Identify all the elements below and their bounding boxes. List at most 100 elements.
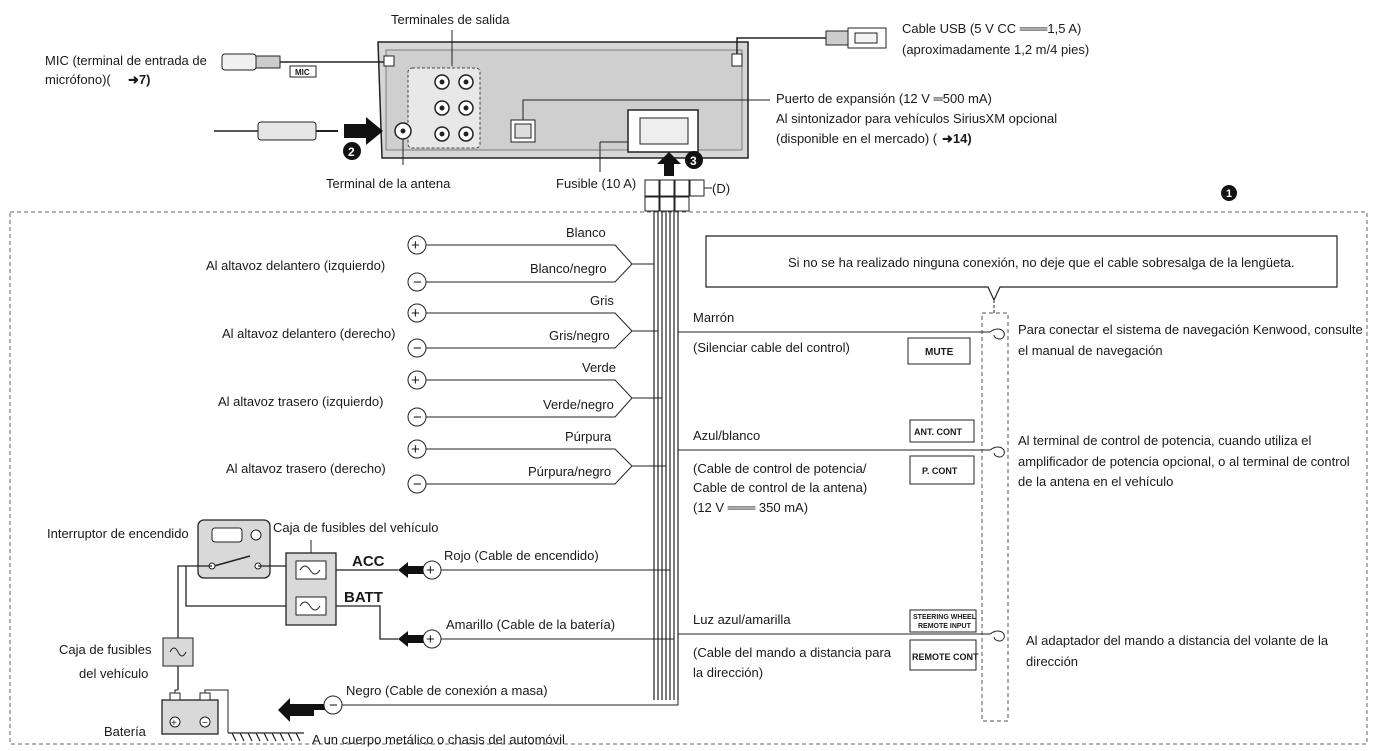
speaker-group-2: + − (407, 303, 658, 358)
ground-icon (228, 732, 304, 742)
battery-icon: + − (161, 689, 229, 735)
fuse-box2-label-line1: Caja de fusibles (59, 642, 152, 657)
mic-label-line2: micrófono)( (45, 72, 111, 87)
speaker-group-3: + − (407, 370, 662, 427)
battery-label: Batería (104, 724, 147, 739)
svg-text:3: 3 (690, 154, 697, 168)
speaker-4-neg-wire: Púrpura/negro (528, 464, 611, 479)
wire-tip-icon (989, 328, 1005, 340)
mute-tag-label: MUTE (925, 347, 954, 358)
svg-text:−: − (413, 340, 422, 357)
mute-target-line2: el manual de navegación (1018, 343, 1163, 358)
pcont-wire-label: Azul/blanco (693, 428, 760, 443)
fuse-box-icon (285, 540, 337, 626)
speaker-1-pos-wire: Blanco (566, 225, 606, 240)
antenna-terminal (394, 122, 412, 165)
svg-text:−: − (413, 476, 422, 493)
steering-tag-line1: STEERING WHEEL (913, 614, 977, 621)
svg-text:2: 2 (348, 145, 355, 159)
pcont-target-line2: amplificador de potencia opcional, o al … (1018, 454, 1350, 469)
pcont-tag-label: P. CONT (922, 466, 958, 476)
yellow-wire-arrow (398, 631, 424, 647)
step-2-badge: 2 (343, 142, 361, 160)
speaker-2-neg-wire: Gris/negro (549, 328, 610, 343)
svg-text:−: − (413, 409, 422, 426)
speaker-1-target: Al altavoz delantero (izquierdo) (206, 258, 385, 273)
mute-wire-label: Marrón (693, 310, 734, 325)
yellow-wire-label: Amarillo (Cable de la batería) (446, 617, 615, 632)
black-wire-label: Negro (Cable de conexión a masa) (346, 683, 548, 698)
svg-text:+: + (426, 562, 435, 579)
speaker-group-4: + − (407, 439, 666, 494)
ignition-switch-icon (197, 519, 271, 579)
right-dashed-column (981, 312, 1009, 722)
pcont-target-line1: Al terminal de control de potencia, cuan… (1018, 433, 1312, 448)
page-ref-arrow-icon: ➜ (128, 72, 139, 87)
main-connector (599, 109, 699, 172)
d-connector (644, 179, 712, 212)
pcont-desc-line3: (12 V ═══ 350 mA) (693, 500, 808, 515)
remote-wire-label: Luz azul/amarilla (693, 612, 791, 627)
remote-desc-line2: la dirección) (693, 665, 763, 680)
steering-tag-line2: REMOTE INPUT (918, 623, 972, 630)
connector-d-label: (D) (712, 181, 730, 196)
mic-plug (221, 53, 384, 78)
vehicle-fuse-icon (162, 637, 194, 667)
fuse-box-label: Caja de fusibles del vehículo (273, 520, 439, 535)
steering-tag (909, 609, 977, 633)
note-text: Si no se ha realizado ninguna conexión, … (788, 255, 1295, 270)
antcont-tag (909, 419, 975, 443)
black-wire (342, 690, 679, 706)
fuse-label: Fusible (10 A) (556, 176, 636, 191)
ground-arrow (278, 698, 326, 722)
expansion-ref-label: ➜14) (942, 131, 972, 146)
pcont-desc-line2: Cable de control de la antena) (693, 480, 867, 495)
red-wire-arrow (398, 562, 424, 578)
mute-tag (907, 337, 971, 365)
step-3-badge: 3 (685, 151, 703, 169)
ground-label: A un cuerpo metálico o chasis del automó… (312, 732, 565, 747)
batt-label: BATT (344, 589, 383, 606)
svg-text:−: − (413, 274, 422, 291)
speaker-1-neg-wire: Blanco/negro (530, 261, 607, 276)
ignition-switch-label: Interruptor de encendido (47, 526, 189, 541)
wire-tip-icon (989, 630, 1005, 642)
svg-text:+: + (411, 237, 420, 254)
mic-plug-label: MIC (295, 68, 310, 77)
note-box (705, 235, 1338, 302)
expansion-label-line1: Puerto de expansión (12 V ═500 mA) (776, 91, 992, 106)
svg-text:+: + (426, 631, 435, 648)
pcont-target-line3: de la antena en el vehículo (1018, 474, 1173, 489)
red-wire-label: Rojo (Cable de encendido) (444, 548, 599, 563)
usb-cable (736, 27, 887, 54)
speaker-3-pos-wire: Verde (582, 360, 616, 375)
svg-text:+: + (411, 372, 420, 389)
remote-target-line2: dirección (1026, 654, 1078, 669)
expansion-port (510, 99, 770, 143)
harness-bundle (653, 211, 679, 700)
insert-arrow (344, 117, 383, 145)
output-terminals-block (407, 30, 481, 149)
fuse-box2-label-line2: del vehículo (79, 666, 148, 681)
remote-tag (909, 639, 977, 671)
mic-ref-label: ➜7) (128, 72, 150, 87)
svg-text:−: − (329, 697, 338, 714)
speaker-2-pos-wire: Gris (590, 293, 614, 308)
acc-label: ACC (352, 553, 385, 570)
antenna-terminal-label: Terminal de la antena (326, 176, 451, 191)
usb-label-line1: Cable USB (5 V CC ═══1,5 A) (902, 21, 1081, 36)
remote-target-line1: Al adaptador del mando a distancia del v… (1026, 633, 1329, 648)
svg-text:+: + (171, 718, 177, 729)
svg-text:+: + (411, 441, 420, 458)
speaker-3-neg-wire: Verde/negro (543, 397, 614, 412)
antenna-plug (214, 121, 338, 141)
speaker-4-pos-wire: Púrpura (565, 429, 612, 444)
antcont-tag-label: ANT. CONT (914, 427, 962, 437)
pcont-tag (909, 455, 975, 485)
svg-text:+: + (411, 305, 420, 322)
expansion-label-line3: (disponible en el mercado) ( (776, 131, 938, 146)
svg-text:−: − (202, 718, 208, 729)
expansion-label-line2: Al sintonizador para vehículos SiriusXM … (776, 111, 1057, 126)
speaker-3-target: Al altavoz trasero (izquierdo) (218, 394, 383, 409)
